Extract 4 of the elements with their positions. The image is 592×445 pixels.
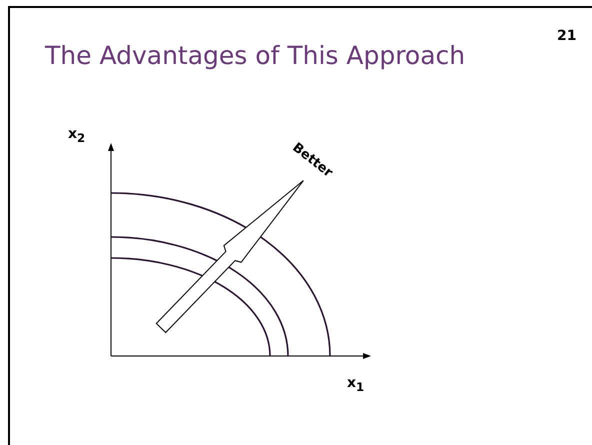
- axis-label: x$_{2}$: [68, 127, 86, 144]
- slide-title: The Advantages of This Approach: [45, 43, 466, 68]
- axis-label: x$_{1}$: [347, 376, 364, 394]
- page-number: 21: [557, 29, 576, 43]
